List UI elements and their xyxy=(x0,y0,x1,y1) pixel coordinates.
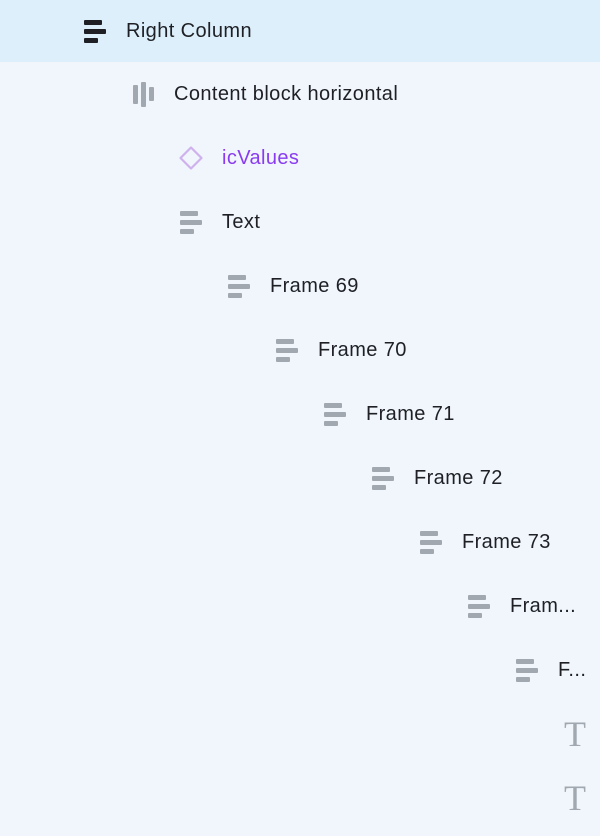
layer-row-text[interactable]: Text xyxy=(0,190,600,254)
layer-name: Frame 71 xyxy=(366,403,455,425)
layer-row-text-layer-2[interactable]: T xyxy=(0,766,600,830)
auto-layout-vertical-icon xyxy=(180,210,202,234)
layer-name: F... xyxy=(558,659,587,681)
auto-layout-vertical-icon xyxy=(276,338,298,362)
auto-layout-vertical-icon xyxy=(84,19,106,43)
layer-row-content-block-horizontal[interactable]: Content block horizontal xyxy=(0,62,600,126)
layer-name: Frame 73 xyxy=(462,531,551,553)
text-layer-icon: T xyxy=(564,778,586,818)
layer-row-frame-71[interactable]: Frame 71 xyxy=(0,382,600,446)
auto-layout-horizontal-icon xyxy=(132,81,154,107)
layer-row-frame-truncated-2[interactable]: F... xyxy=(0,638,600,702)
auto-layout-vertical-icon xyxy=(420,530,442,554)
auto-layout-vertical-icon xyxy=(516,658,538,682)
layer-row-frame-truncated-1[interactable]: Fram... xyxy=(0,574,600,638)
layer-name: Text xyxy=(222,211,261,233)
layer-name: icValues xyxy=(222,147,300,169)
layer-name: Right Column xyxy=(126,20,252,42)
component-diamond-icon xyxy=(179,145,203,171)
layer-name: Frame 69 xyxy=(270,275,359,297)
text-layer-icon: T xyxy=(564,714,586,754)
layer-row-frame-69[interactable]: Frame 69 xyxy=(0,254,600,318)
layer-row-frame-73[interactable]: Frame 73 xyxy=(0,510,600,574)
auto-layout-vertical-icon xyxy=(468,594,490,618)
layer-name: Frame 70 xyxy=(318,339,407,361)
layer-name: Fram... xyxy=(510,595,577,617)
auto-layout-vertical-icon xyxy=(228,274,250,298)
auto-layout-vertical-icon xyxy=(372,466,394,490)
layer-row-right-column[interactable]: Right Column xyxy=(0,0,600,62)
layer-row-frame-70[interactable]: Frame 70 xyxy=(0,318,600,382)
auto-layout-vertical-icon xyxy=(324,402,346,426)
layer-row-frame-72[interactable]: Frame 72 xyxy=(0,446,600,510)
layer-name: Frame 72 xyxy=(414,467,503,489)
layer-row-icvalues[interactable]: icValues xyxy=(0,126,600,190)
layer-row-text-layer-1[interactable]: T xyxy=(0,702,600,766)
layer-name: Content block horizontal xyxy=(174,83,399,105)
